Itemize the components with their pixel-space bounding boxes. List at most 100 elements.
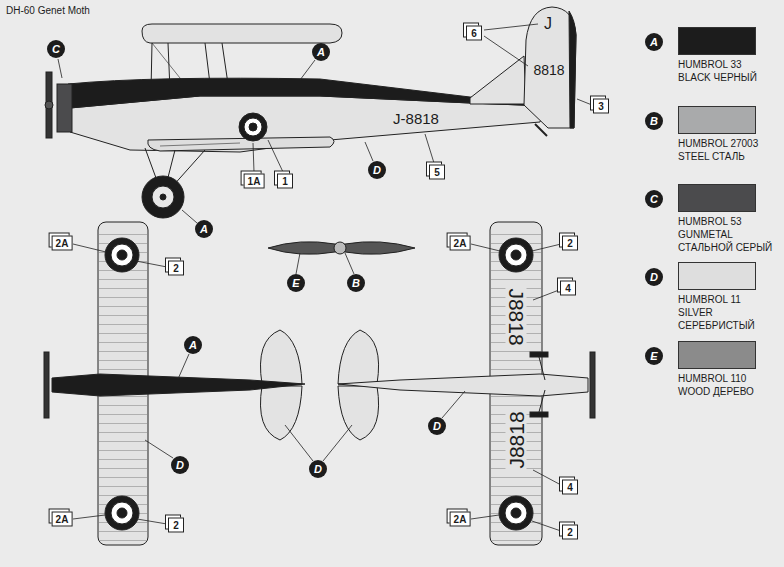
legend-text: HUMBROL 53 GUNMETAL СТАЛЬНОЙ СЕРЫЙ	[678, 215, 774, 254]
paint-callout: B	[347, 274, 365, 292]
leader-line	[532, 244, 561, 251]
leader-line	[532, 521, 561, 531]
callout-number: 2A	[450, 512, 471, 527]
legend-text: HUMBROL 11 SILVER СЕРЕБРИСТЫЙ	[678, 293, 774, 332]
callout-number: 1	[277, 174, 293, 189]
roundel	[244, 118, 262, 136]
paint-callout: D	[428, 417, 446, 435]
callout-number: 5	[429, 165, 445, 180]
roundel	[105, 238, 139, 272]
aircraft-marking: J-8818	[392, 111, 440, 126]
roundel	[511, 250, 521, 260]
leader-line	[442, 391, 465, 418]
roundel	[499, 496, 533, 530]
aircraft-marking: J8818	[506, 410, 527, 469]
wheel-hub	[152, 186, 174, 208]
axle	[160, 194, 166, 200]
paint-callout: E	[287, 274, 305, 292]
fin	[470, 56, 526, 104]
paint-callout: A	[312, 43, 330, 61]
leader-line	[300, 60, 315, 80]
leader-line	[73, 515, 105, 519]
tailplane	[338, 330, 379, 384]
leader-line	[471, 244, 500, 251]
roundel	[111, 244, 133, 266]
leader-line	[285, 425, 313, 461]
leader-line	[533, 290, 559, 300]
leader-line	[323, 425, 352, 461]
propeller	[46, 72, 52, 138]
callout-number: 3	[593, 99, 609, 114]
paint-callout: D	[645, 268, 663, 286]
landing-gear	[530, 352, 548, 357]
callout-number: 2A	[52, 236, 73, 251]
side-view	[45, 7, 576, 218]
paint-callout: E	[645, 347, 663, 365]
leader-line	[145, 440, 173, 458]
rudder	[524, 7, 576, 128]
leader-line	[73, 244, 106, 252]
tailplane	[260, 386, 302, 440]
paint-callout: D	[368, 161, 386, 179]
leader-line	[296, 253, 300, 274]
wheel	[142, 176, 184, 218]
tailplane	[338, 386, 379, 440]
roundel	[511, 508, 521, 518]
exhaust	[160, 143, 240, 146]
roundel	[105, 496, 139, 530]
legend-swatch	[678, 27, 756, 55]
upper-wing	[142, 24, 342, 43]
callout-number: 2	[562, 236, 578, 251]
gear-strut	[539, 357, 545, 380]
roundel	[505, 244, 527, 266]
roundel	[505, 502, 527, 524]
lower-wing	[148, 137, 334, 151]
leader-line	[345, 253, 354, 274]
leader-line	[58, 59, 62, 78]
leader-line	[178, 354, 189, 379]
paint-callout: D	[309, 460, 327, 478]
leader-line	[182, 210, 197, 223]
roundel	[117, 508, 127, 518]
legend-text: HUMBROL 110 WOOD ДЕРЕВО	[678, 372, 774, 398]
paint-callout: A	[195, 220, 213, 238]
landing-gear	[530, 412, 548, 417]
leader-line	[425, 134, 434, 163]
leader-line	[268, 140, 283, 172]
legend-text: HUMBROL 27003 STEEL СТАЛЬ	[678, 137, 774, 163]
roundel	[111, 502, 133, 524]
propeller	[590, 352, 595, 418]
roundel	[117, 250, 127, 260]
leader-line	[136, 261, 167, 267]
legend-swatch	[678, 184, 756, 212]
paint-callout: A	[645, 33, 663, 51]
paint-callout: B	[645, 112, 663, 130]
paint-callout: A	[184, 336, 202, 354]
callout-number: 2	[168, 518, 184, 533]
propeller-hub	[334, 242, 346, 254]
gear-strut	[539, 390, 545, 412]
aircraft-marking: J	[543, 16, 553, 32]
callout-number: 4	[562, 480, 578, 495]
leader-line	[484, 24, 538, 30]
tailplane	[260, 330, 302, 384]
tail-skid	[535, 124, 547, 136]
leader-lines	[58, 24, 592, 531]
leader-line	[577, 99, 592, 105]
callout-number: 2A	[52, 512, 73, 527]
callout-number: 2	[168, 261, 184, 276]
engine	[57, 84, 72, 132]
roundel	[239, 113, 267, 141]
legend-swatch	[678, 341, 756, 369]
leader-line	[253, 143, 254, 172]
propeller-detail	[268, 242, 415, 255]
paint-callout: D	[171, 456, 189, 474]
callout-number: 1A	[244, 174, 265, 189]
diagram-title: DH-60 Genet Moth	[6, 5, 90, 16]
legend-text: HUMBROL 33 BLACK ЧЕРНЫЙ	[678, 58, 774, 84]
leader-line	[365, 142, 373, 161]
callout-number: 6	[466, 26, 482, 41]
aircraft-marking: J8818	[506, 287, 527, 346]
